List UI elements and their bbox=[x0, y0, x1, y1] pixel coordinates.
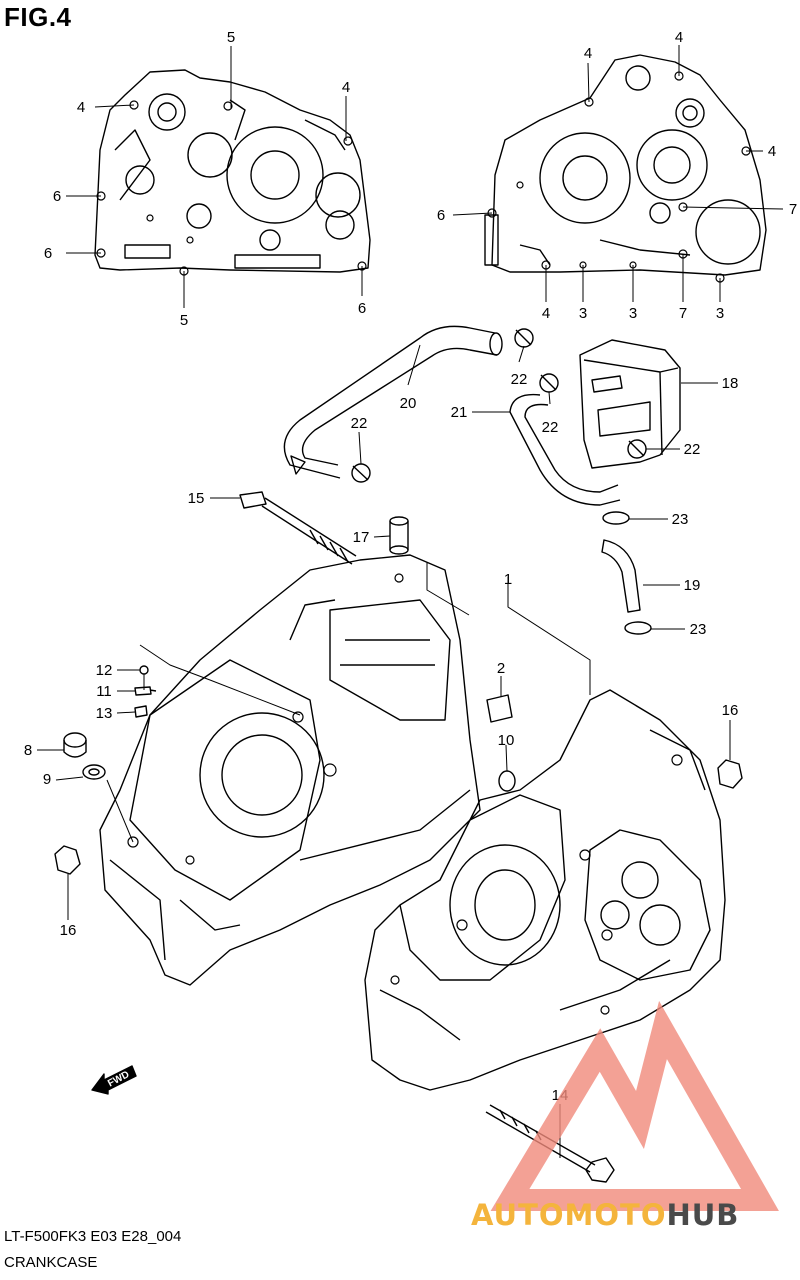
leader-lines bbox=[37, 45, 784, 1158]
callout-22-b: 22 bbox=[351, 415, 368, 432]
callout-6-bottom: 6 bbox=[358, 300, 366, 317]
callout-22-c: 22 bbox=[542, 419, 559, 436]
bolt-15 bbox=[239, 491, 357, 565]
watermark-text: AUTOMOTOHUB bbox=[471, 1198, 739, 1232]
callout-19: 19 bbox=[684, 577, 701, 594]
callout-16-right: 16 bbox=[722, 702, 739, 719]
callout-23-a: 23 bbox=[672, 511, 689, 528]
callout-17: 17 bbox=[353, 529, 370, 546]
callout-12: 12 bbox=[96, 662, 113, 679]
callout-4-right-bottom: 4 bbox=[542, 305, 550, 322]
callout-13: 13 bbox=[96, 705, 113, 722]
crankcase-left-half bbox=[99, 554, 481, 986]
callout-11: 11 bbox=[96, 683, 112, 700]
crankcase-left-bolt-holes bbox=[96, 100, 367, 276]
breather-tank-18 bbox=[579, 339, 681, 469]
dowel-pin-17 bbox=[389, 516, 409, 555]
watermark-text-part2: HUB bbox=[666, 1198, 740, 1232]
callout-3-a: 3 bbox=[579, 305, 587, 322]
hose-21 bbox=[509, 393, 621, 506]
callout-4-left: 4 bbox=[77, 99, 85, 116]
callout-9: 9 bbox=[43, 771, 51, 788]
hose-clamps-22 bbox=[351, 328, 647, 483]
bolt-13 bbox=[134, 705, 148, 718]
watermark-text-part1: AUTOMOTO bbox=[471, 1198, 667, 1232]
o-ring-23b bbox=[624, 621, 652, 635]
diagram-code: LT-F500FK3 E03 E28_004 bbox=[4, 1228, 182, 1245]
crankcase-right-half bbox=[364, 689, 726, 1091]
callout-4-right-side: 4 bbox=[768, 143, 776, 160]
screw-11 bbox=[134, 686, 157, 696]
o-ring-10 bbox=[498, 770, 516, 792]
callout-10: 10 bbox=[498, 732, 515, 749]
watermark-logo bbox=[490, 1000, 779, 1211]
callout-22-a: 22 bbox=[511, 371, 528, 388]
callout-5-top: 5 bbox=[227, 29, 235, 46]
gasket-9 bbox=[82, 764, 106, 780]
callout-3-c: 3 bbox=[716, 305, 724, 322]
callout-6-left: 6 bbox=[53, 188, 61, 205]
callout-22-d: 22 bbox=[684, 441, 701, 458]
callout-4-left-right: 4 bbox=[342, 79, 350, 96]
callout-4-right-top2: 4 bbox=[675, 29, 683, 46]
o-ring-23a bbox=[602, 511, 630, 525]
crankcase-right-bolt-holes-lower bbox=[390, 754, 683, 1015]
callout-18: 18 bbox=[722, 375, 739, 392]
callout-2: 2 bbox=[497, 660, 505, 677]
callout-6-right: 6 bbox=[437, 207, 445, 224]
callout-21: 21 bbox=[451, 404, 468, 421]
crankcase-right-bolt-holes bbox=[487, 71, 751, 283]
callout-6-left-lower: 6 bbox=[44, 245, 52, 262]
diagram-caption: CRANKCASE bbox=[4, 1254, 98, 1271]
washer-12 bbox=[139, 665, 149, 675]
figure-title: FIG.4 bbox=[4, 2, 72, 32]
dowel-pin-2 bbox=[486, 694, 513, 723]
hose-20 bbox=[283, 325, 503, 479]
crankcase-left-bolt-holes-lower bbox=[127, 573, 404, 865]
callout-labels: 5 4 4 6 6 5 6 4 4 4 6 7 4 3 3 7 3 22 20 … bbox=[24, 29, 797, 1104]
drain-plug-8 bbox=[63, 732, 87, 758]
callout-7-right: 7 bbox=[789, 201, 797, 218]
callout-23-b: 23 bbox=[690, 621, 707, 638]
nut-16-right bbox=[717, 759, 743, 789]
callout-1: 1 bbox=[504, 571, 512, 588]
nut-16-left bbox=[54, 845, 81, 875]
crankcase-right-inner-view bbox=[484, 54, 767, 276]
fwd-arrow-icon bbox=[91, 1065, 137, 1095]
callout-5-bottom: 5 bbox=[180, 312, 188, 329]
callout-4-right-top: 4 bbox=[584, 45, 592, 62]
fwd-label: FWD bbox=[106, 1069, 131, 1089]
callout-20: 20 bbox=[400, 395, 417, 412]
hose-19 bbox=[601, 539, 641, 613]
callout-16-left: 16 bbox=[60, 922, 77, 939]
callout-3-b: 3 bbox=[629, 305, 637, 322]
callout-15: 15 bbox=[188, 490, 205, 507]
crankcase-left-inner-view bbox=[94, 69, 371, 273]
callout-8: 8 bbox=[24, 742, 32, 759]
callout-7-bottom: 7 bbox=[679, 305, 687, 322]
